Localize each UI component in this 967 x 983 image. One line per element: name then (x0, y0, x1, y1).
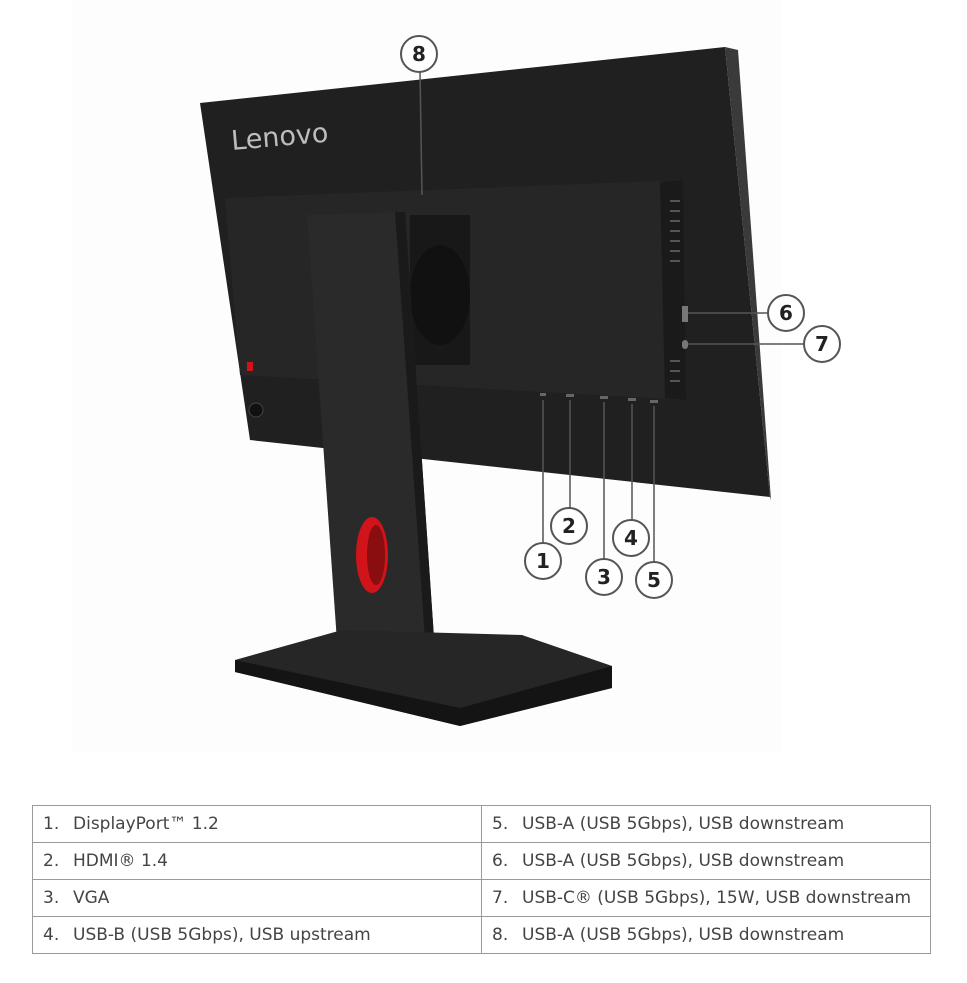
port-label: USB-C® (USB 5Gbps), 15W, USB downstream (522, 888, 912, 908)
port-number: 7. (492, 888, 509, 908)
port-cell: 4. USB-B (USB 5Gbps), USB upstream (32, 916, 482, 954)
port-number: 1. (43, 814, 60, 834)
table-row: 1. DisplayPort™ 1.2 5. USB-A (USB 5Gbps), U… (32, 805, 931, 843)
callout-2 (550, 507, 588, 545)
port-number: 4. (43, 925, 60, 945)
port-label: DisplayPort™ 1.2 (73, 814, 219, 834)
callout-1 (524, 542, 562, 580)
power-button (248, 402, 264, 418)
port-number: 8. (492, 925, 509, 945)
callout-4 (612, 519, 650, 557)
port-number: 5. (492, 814, 509, 834)
port-label: USB-A (USB 5Gbps), USB downstream (522, 851, 845, 871)
port-number: 2. (43, 851, 60, 871)
callout-label: 5 (647, 568, 661, 592)
callout-label: 3 (597, 565, 611, 589)
port-cell: 7. USB-C® (USB 5Gbps), 15W, USB downstrea… (481, 879, 931, 917)
table-row: 4. USB-B (USB 5Gbps), USB upstream 8. USB-A… (32, 916, 931, 954)
monitor-rear-illustration: Lenovo 8 6 (200, 35, 841, 726)
port-cell: 1. DisplayPort™ 1.2 (32, 805, 482, 843)
callout-6 (767, 294, 805, 332)
callout-label: 2 (562, 514, 576, 538)
callout-label: 8 (412, 42, 426, 66)
usb-a-port-6 (682, 306, 688, 322)
callout-label: 6 (779, 301, 793, 325)
callout-5 (635, 561, 673, 599)
callout-label: 4 (624, 526, 638, 550)
port-cell: 8. USB-A (USB 5Gbps), USB downstream (481, 916, 931, 954)
power-indicator (247, 362, 253, 371)
callout-8 (400, 35, 438, 73)
port-label: USB-A (USB 5Gbps), USB downstream (522, 925, 845, 945)
bottom-ports (540, 393, 658, 403)
port-cell: 3. VGA (32, 879, 482, 917)
callout-label: 7 (815, 332, 829, 356)
port-label: VGA (73, 888, 110, 908)
port-number: 3. (43, 888, 60, 908)
port-cell: 5. USB-A (USB 5Gbps), USB downstream (481, 805, 931, 843)
table-row: 3. VGA 7. USB-C® (USB 5Gbps), 15W, USB down… (32, 879, 931, 917)
port-number: 6. (492, 851, 509, 871)
usb-c-port-7 (682, 340, 688, 349)
callout-label: 1 (536, 549, 550, 573)
port-label: USB-B (USB 5Gbps), USB upstream (73, 925, 371, 945)
callout-3 (585, 558, 623, 596)
table-row: 2. HDMI® 1.4 6. USB-A (USB 5Gbps), USB down… (32, 842, 931, 880)
port-label: HDMI® 1.4 (73, 851, 168, 871)
port-cell: 2. HDMI® 1.4 (32, 842, 482, 880)
port-label: USB-A (USB 5Gbps), USB downstream (522, 814, 845, 834)
callout-7 (803, 325, 841, 363)
port-cell: 6. USB-A (USB 5Gbps), USB downstream (481, 842, 931, 880)
ports-table: 1. DisplayPort™ 1.2 5. USB-A (USB 5Gbps), U… (32, 805, 931, 954)
